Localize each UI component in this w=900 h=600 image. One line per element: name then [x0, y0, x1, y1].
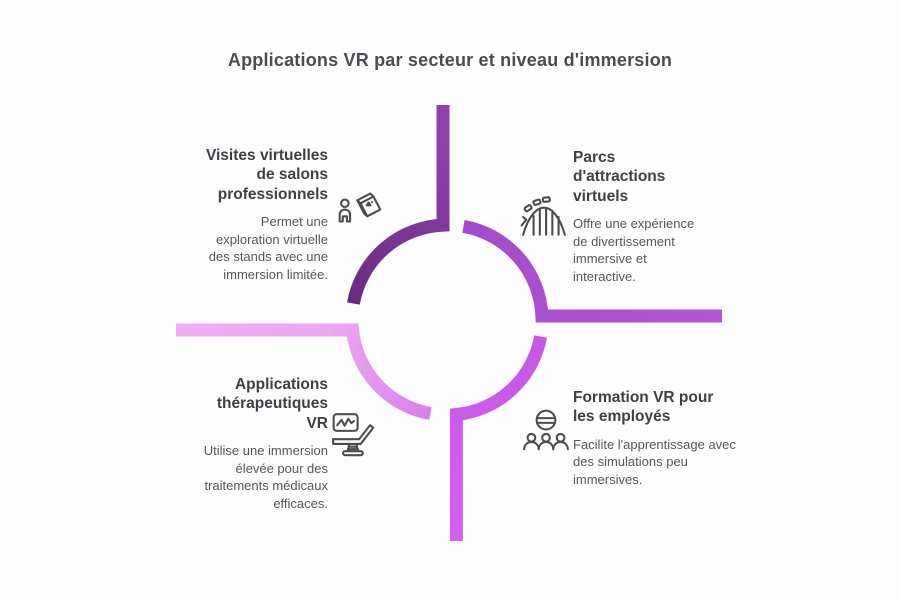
- section-top-right: Parcs d'attractions virtuels Offre une e…: [573, 148, 707, 285]
- exhibition-booth-person-icon: [336, 184, 386, 234]
- section-description: Facilite l'apprentissage avec des simula…: [573, 436, 736, 487]
- vr-training-group-icon: [521, 405, 571, 457]
- segment-bottom-right-arc: [449, 335, 548, 541]
- section-top-left: Visites virtuelles de salons professionn…: [198, 146, 328, 283]
- section-description: Utilise une immersion élevée pour des tr…: [203, 443, 328, 511]
- section-title: Visites virtuelles de salons professionn…: [205, 147, 328, 203]
- section-title: Parcs d'attractions virtuels: [573, 149, 666, 205]
- page-title: Applications VR par secteur et niveau d'…: [227, 50, 673, 70]
- section-bottom-left: Applications thérapeutiques VR Utilise u…: [188, 375, 328, 512]
- section-bottom-right: Formation VR pour les employés Facilite …: [573, 388, 749, 488]
- section-description: Offre une expérience de divertissement i…: [573, 216, 695, 284]
- section-description: Permet une exploration virtuelle des sta…: [208, 214, 328, 282]
- section-title: Applications thérapeutiques VR: [216, 376, 328, 432]
- segment-bottom-left-arc: [175, 323, 432, 421]
- segment-top-left-arc: [346, 105, 450, 305]
- segment-top-right-arc: [462, 219, 722, 323]
- section-title: Formation VR pour les employés: [573, 389, 714, 426]
- roller-coaster-icon: [519, 193, 569, 239]
- therapy-chair-icon: [330, 409, 380, 459]
